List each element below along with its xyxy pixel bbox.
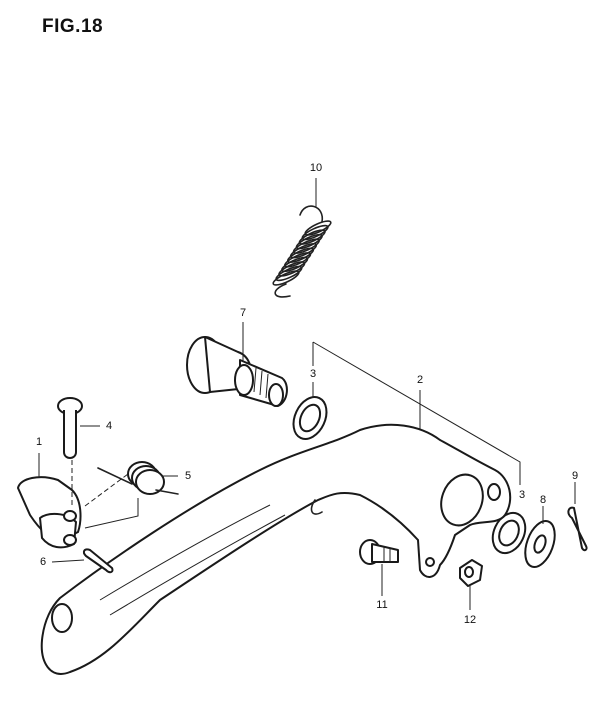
washer-part-3-upper [292, 382, 328, 440]
nut-part-12 [459, 559, 483, 610]
callout-8: 8 [539, 494, 547, 506]
callout-9: 9 [571, 470, 579, 482]
spring-coil [272, 270, 300, 286]
callout-4: 4 [105, 420, 113, 432]
callout-5: 5 [184, 470, 192, 482]
callout-12: 12 [463, 614, 477, 626]
callout-6: 6 [39, 556, 47, 568]
callout-10: 10 [309, 162, 323, 174]
cotter-pin-part-6 [51, 548, 114, 574]
callout-7: 7 [239, 307, 247, 319]
spring-part-10 [272, 178, 332, 298]
callout-3-lower: 3 [518, 489, 526, 501]
clevis-pin-part-4 [57, 397, 100, 459]
callout-2: 2 [416, 374, 424, 386]
pivot-shaft-part-7 [186, 322, 288, 407]
figure-title: FIG.18 [42, 16, 104, 37]
callout-1: 1 [35, 436, 43, 448]
brake-pedal-part-2 [40, 423, 512, 675]
washer-part-3-lower [491, 511, 527, 555]
bolt-part-11 [359, 539, 399, 596]
callout-3-upper: 3 [309, 368, 317, 380]
cotter-pin-part-9 [567, 482, 588, 552]
washer-part-8 [524, 506, 556, 568]
callout-11: 11 [376, 599, 388, 611]
torsion-spring-part-5 [97, 461, 179, 495]
clevis-part-1 [17, 453, 82, 549]
